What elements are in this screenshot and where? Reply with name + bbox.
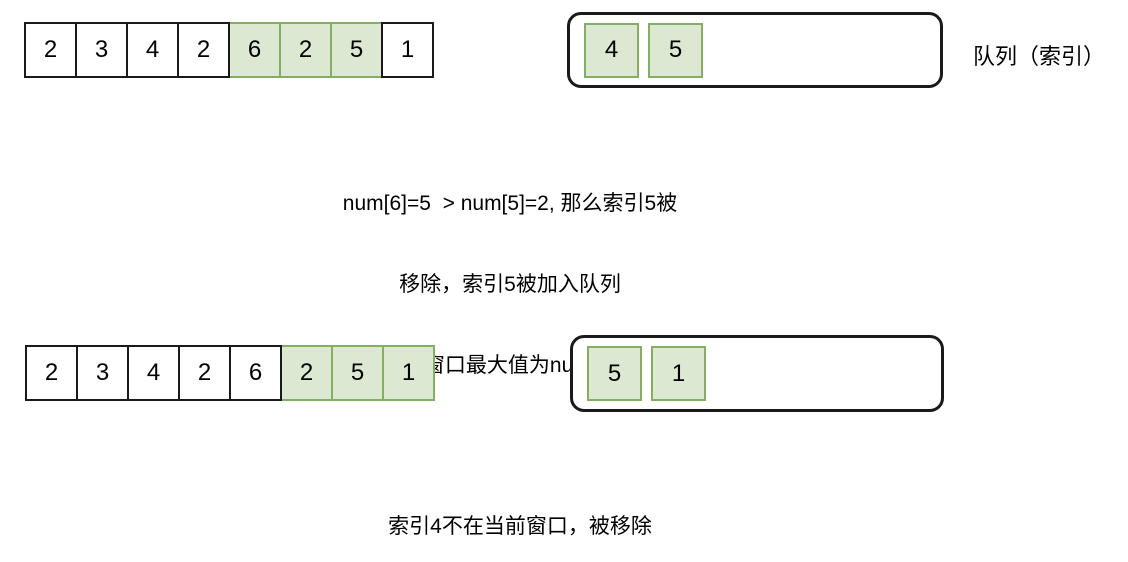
array-cell: 5	[330, 22, 383, 78]
array-cell: 1	[381, 22, 434, 78]
queue-item: 5	[587, 346, 642, 401]
queue-box-step1: 4 5	[567, 12, 943, 88]
array-cell: 3	[75, 22, 128, 78]
array-cell: 2	[24, 22, 77, 78]
queue-item: 1	[651, 346, 706, 401]
queue-box-step2: 5 1	[570, 335, 944, 412]
caption-line: 索引4不在当前窗口，被移除	[388, 515, 652, 538]
array-cell: 2	[25, 345, 78, 401]
array-cell: 2	[280, 345, 333, 401]
array-cell: 6	[229, 345, 282, 401]
array-step2: 2 3 4 2 6 2 5 1	[25, 345, 435, 401]
array-step1: 2 3 4 2 6 2 5 1	[24, 22, 434, 78]
array-cell: 4	[126, 22, 179, 78]
array-cell: 6	[228, 22, 281, 78]
array-cell: 1	[382, 345, 435, 401]
array-cell: 3	[76, 345, 129, 401]
array-cell: 5	[331, 345, 384, 401]
caption-line: 移除，索引5被加入队列	[399, 273, 621, 296]
array-cell: 2	[178, 345, 231, 401]
caption-step2: 索引4不在当前窗口，被移除 1<num[5]=5,1的索引值6被加入队列 当前窗…	[290, 452, 750, 562]
queue-item: 5	[648, 22, 703, 78]
caption-line: num[6]=5 > num[5]=2, 那么索引5被	[342, 192, 678, 215]
array-cell: 4	[127, 345, 180, 401]
queue-item: 4	[584, 22, 639, 78]
array-cell: 2	[279, 22, 332, 78]
queue-label: 队列（索引）	[973, 44, 1106, 69]
array-cell: 2	[177, 22, 230, 78]
